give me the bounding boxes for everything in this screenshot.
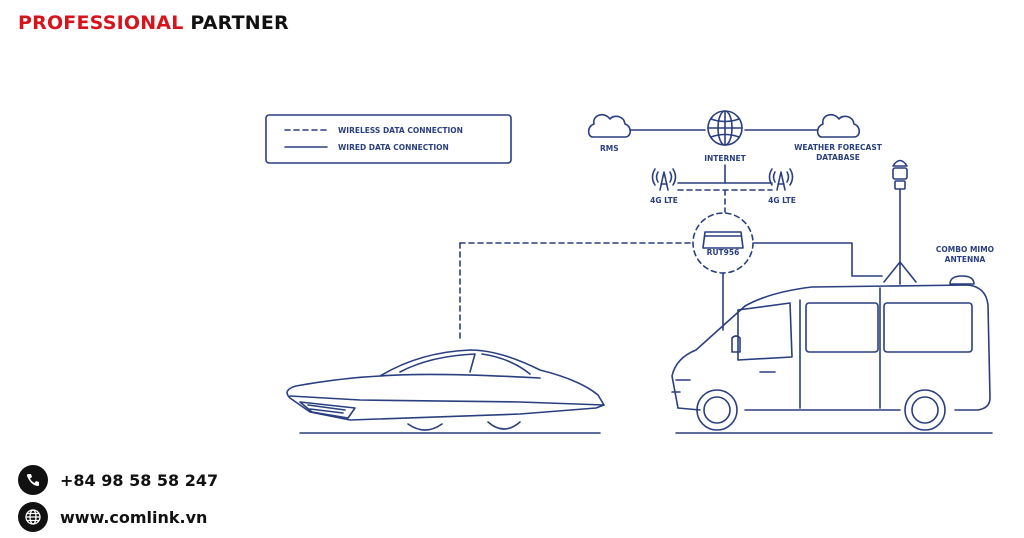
globe-icon <box>707 110 743 146</box>
router-antenna-wire <box>753 242 883 277</box>
phone-icon <box>18 465 48 495</box>
cell-tower-icon <box>768 168 794 191</box>
brand-title-accent: PROFESSIONAL <box>18 12 184 34</box>
contact-website-link[interactable]: www.comlink.vn <box>60 507 208 527</box>
cloud-network: RMS INTERNET WEATHER FORECAST DATABASE <box>587 110 883 163</box>
weather-mast-icon <box>883 159 917 285</box>
contact-phone: +84 98 58 58 247 <box>18 465 218 495</box>
rms-label: RMS <box>600 144 619 153</box>
antenna-label-line2: ANTENNA <box>945 255 986 264</box>
lte-left-label: 4G LTE <box>650 196 678 205</box>
van-side-window <box>805 302 879 353</box>
lte-links: 4G LTE 4G LTE <box>650 164 796 213</box>
van-rear-window <box>883 302 973 353</box>
weather-label-line2: DATABASE <box>816 153 860 162</box>
router-label: RUT956 <box>707 248 740 257</box>
contact-phone-number[interactable]: +84 98 58 58 247 <box>60 470 219 490</box>
legend-box <box>265 114 512 164</box>
van-front-window <box>737 302 793 361</box>
mimo-antenna-icon <box>949 275 975 285</box>
rms-cloud-icon <box>587 113 632 138</box>
brand-title: PROFESSIONAL PARTNER <box>18 12 289 34</box>
contact-website: www.comlink.vn <box>18 502 207 532</box>
van-rear-wheel <box>904 389 946 431</box>
router: RUT956 <box>692 212 754 274</box>
weather-label-line1: WEATHER FORECAST <box>794 143 883 152</box>
brand-title-rest: PARTNER <box>190 12 289 34</box>
router-wireless-ring <box>692 212 754 274</box>
van-front-wheel <box>696 389 738 431</box>
internet-label: INTERNET <box>704 154 746 163</box>
van-illustration <box>671 284 993 434</box>
globe-icon <box>18 502 48 532</box>
legend: WIRELESS DATA CONNECTION WIRED DATA CONN… <box>265 114 512 164</box>
lte-right-label: 4G LTE <box>768 196 796 205</box>
solar-car-illustration <box>286 349 605 434</box>
legend-wired-label: WIRED DATA CONNECTION <box>338 143 449 152</box>
weather-cloud-icon <box>816 113 861 138</box>
router-device-icon <box>702 231 744 249</box>
antenna-label-line1: COMBO MIMO <box>936 245 994 254</box>
legend-wireless-label: WIRELESS DATA CONNECTION <box>338 126 463 135</box>
cell-tower-icon <box>651 168 677 191</box>
